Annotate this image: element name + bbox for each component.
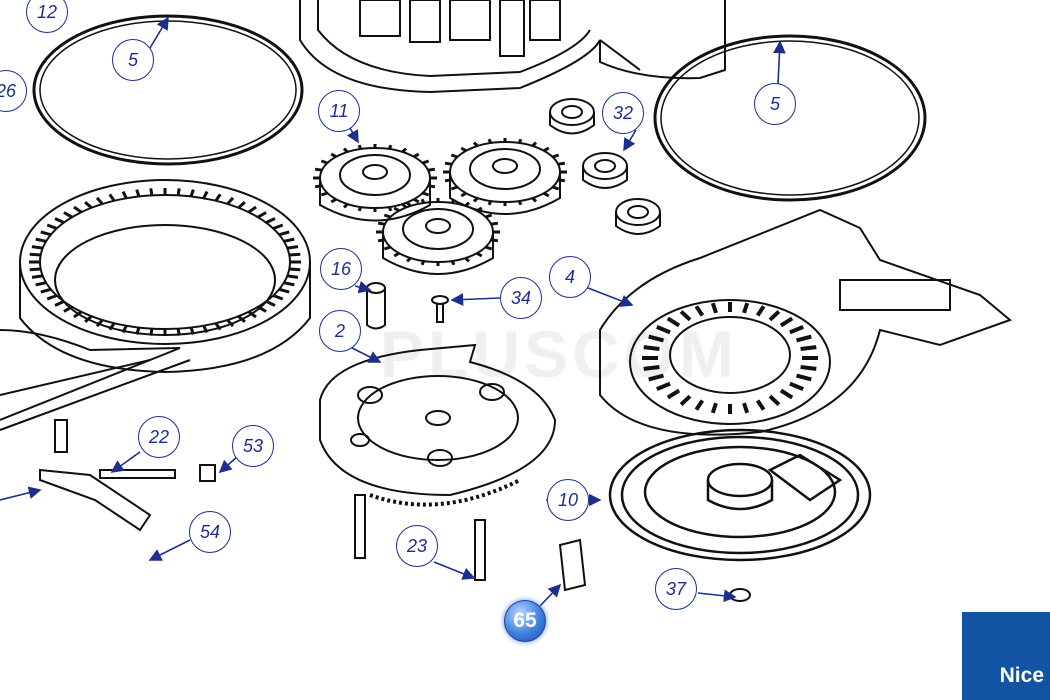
callout-22: 22 [138,416,180,458]
plate-4-slots [642,302,818,414]
o-ring-left [32,14,304,166]
plate-2 [319,343,557,507]
callout-12: 12 [26,0,68,33]
callout-10: 10 [547,479,589,521]
callout-65-highlighted[interactable]: 65 [504,600,546,642]
callout-34: 34 [500,277,542,319]
callout-2: 2 [319,310,361,352]
callout-32: 32 [602,92,644,134]
callout-54: 54 [189,511,231,553]
top-housing [299,0,726,94]
screw-34 [431,295,449,323]
callout-37: 37 [655,568,697,610]
callout-4: 4 [549,256,591,298]
disc-10 [608,428,872,562]
spur-gear-teeth [313,138,567,266]
bearings [549,98,661,235]
callout-11: 11 [318,90,360,132]
brand-logo: Nice [962,612,1050,700]
small-parts [39,419,751,602]
plate-4 [599,208,1012,436]
ring-gear-teeth [29,188,301,336]
brand-label: Nice [999,664,1044,687]
watermark-text: PLUSCOM [380,317,738,391]
callout-5-left: 5 [112,39,154,81]
callout-5-right: 5 [754,83,796,125]
callout-23: 23 [396,525,438,567]
callout-16: 16 [320,248,362,290]
ring-gear-assembly [0,179,311,431]
o-ring-right [653,34,927,202]
callout-53: 53 [232,425,274,467]
